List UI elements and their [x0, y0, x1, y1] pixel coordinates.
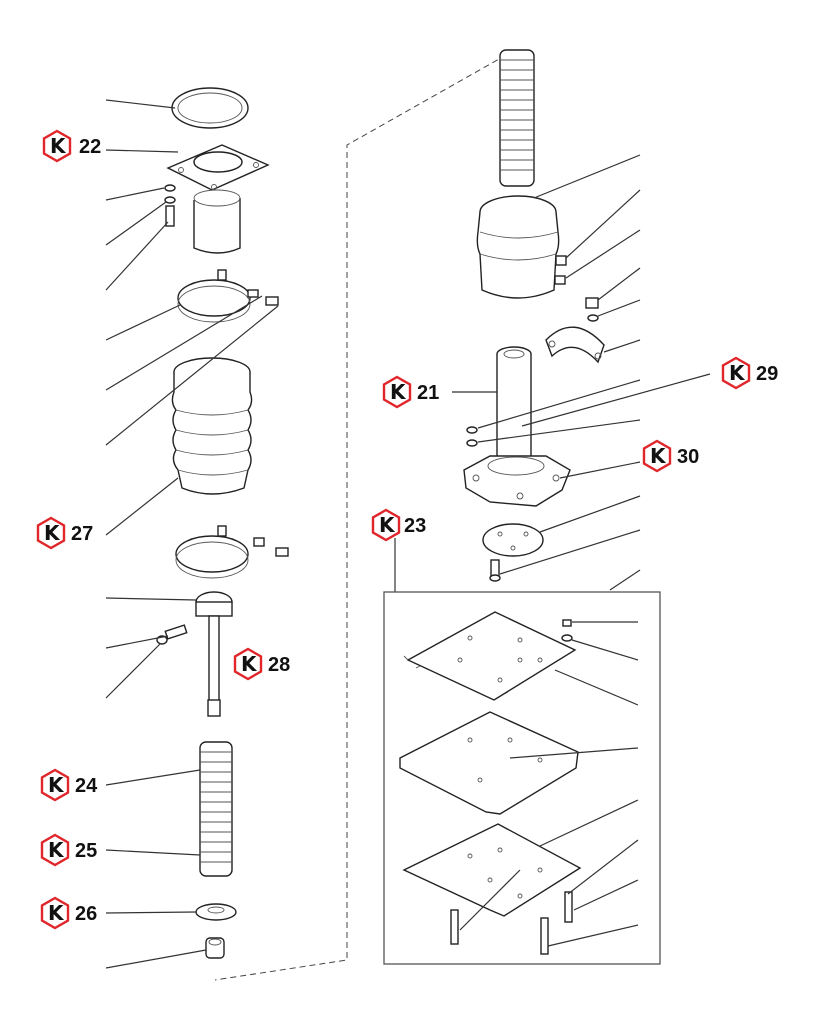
callout-number: 28	[268, 654, 290, 676]
hexagon-marker-icon	[36, 516, 66, 550]
callout-k-glyph: K	[48, 838, 65, 862]
callout-number: 21	[417, 382, 439, 404]
callout-number: 25	[75, 840, 97, 862]
callout-k23: K 23	[371, 508, 426, 542]
callout-k-glyph: K	[44, 521, 61, 545]
hexagon-marker-icon	[40, 896, 70, 930]
callout-k29: K 29	[721, 356, 778, 390]
callout-k-glyph: K	[379, 513, 396, 537]
hexagon-marker-icon	[42, 129, 72, 163]
callout-k30: K 30	[642, 439, 699, 473]
callout-number: 24	[75, 775, 98, 797]
callout-k26: K 26	[40, 896, 97, 930]
callout-k-glyph: K	[50, 134, 67, 158]
callout-k24: K 24	[40, 768, 98, 802]
callout-number: 29	[756, 363, 778, 385]
hexagon-marker-icon	[371, 508, 401, 542]
callout-k27: K 27	[36, 516, 93, 550]
hexagon-marker-icon	[233, 647, 263, 681]
callout-k-glyph: K	[48, 901, 65, 925]
left-spring	[199, 741, 233, 877]
hexagon-marker-icon	[382, 375, 412, 409]
callout-number: 27	[71, 523, 93, 545]
callout-k-glyph: K	[650, 444, 667, 468]
callout-number: 22	[79, 136, 101, 158]
callout-k25: K 25	[40, 833, 97, 867]
left-leader-lines	[105, 99, 279, 969]
hexagon-marker-icon	[40, 768, 70, 802]
right-parts	[463, 49, 605, 582]
callout-k21: K 21	[382, 375, 439, 409]
right-leader-lines	[452, 154, 711, 591]
hexagon-marker-icon	[40, 833, 70, 867]
callout-k28: K 28	[233, 647, 290, 681]
callout-k-glyph: K	[390, 380, 407, 404]
callout-number: 23	[404, 515, 426, 537]
k23-assembly-box	[383, 538, 661, 965]
left-parts	[156, 87, 289, 959]
callout-number: 26	[75, 903, 97, 925]
hexagon-marker-icon	[721, 356, 751, 390]
box-leader-lines	[459, 621, 639, 947]
hexagon-marker-icon	[642, 439, 672, 473]
assembly-guide-line	[214, 49, 516, 981]
callout-number: 30	[677, 446, 699, 468]
callout-k-glyph: K	[48, 773, 65, 797]
callout-k-glyph: K	[241, 652, 258, 676]
callout-k-glyph: K	[729, 361, 746, 385]
callout-k22: K 22	[42, 129, 101, 163]
